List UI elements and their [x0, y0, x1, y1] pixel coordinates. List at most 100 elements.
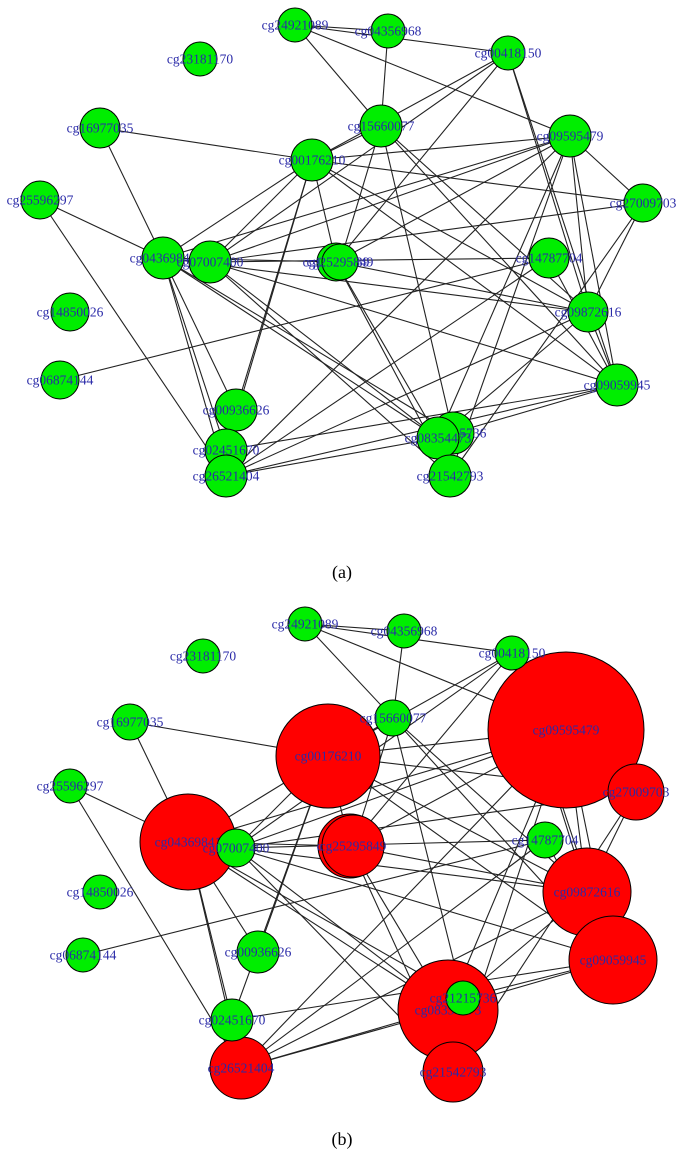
edge-cg24921089-cg09595479: [294, 24, 571, 137]
node-label: cg27009703: [603, 785, 670, 800]
node-label: cg09059945: [584, 378, 651, 393]
node-circle: [526, 821, 564, 859]
node-label: cg25596297: [37, 779, 104, 794]
node-cg08354473: cg08354473: [405, 416, 472, 460]
node-circle: [185, 638, 221, 674]
node-circle: [374, 699, 412, 737]
node-circle: [595, 363, 639, 407]
node-cg09059945: cg09059945: [584, 363, 651, 407]
edge-cg07007400-cg09059945: [235, 847, 614, 961]
edge-cg04369841-cg08354473: [187, 841, 449, 1011]
edge-cg07007400-cg08354473: [209, 261, 439, 439]
edge-cg07007400-cg21542793: [209, 261, 451, 477]
edge-cg25596297-cg26521404: [39, 199, 227, 477]
node-cg06874144: cg06874144: [50, 937, 117, 973]
edge-cg24921089-cg15660077: [294, 24, 382, 127]
edge-cg00176210-cg09059945: [311, 159, 618, 386]
node-circle: [287, 606, 323, 642]
node-circle: [359, 104, 403, 148]
edge-cg09595479-cg09872616: [569, 135, 589, 313]
node-label: cg14787704: [516, 251, 583, 266]
node-cg09872616: cg09872616: [555, 291, 622, 333]
node-label: cg25596297: [7, 193, 74, 208]
edge-cg00418150-cg09872616: [507, 52, 589, 313]
node-circle: [275, 703, 381, 809]
node-cg14787704: cg14787704: [516, 237, 583, 279]
edge-cg02451670-cg09059945: [225, 384, 618, 451]
node-circle: [422, 1041, 484, 1103]
node-circle: [216, 828, 256, 868]
node-circle: [528, 237, 570, 279]
node-cg14850026: cg14850026: [37, 292, 104, 332]
edge-cg07007400-cg09059945: [209, 261, 618, 386]
edge-cg09595479-cg04369841: [162, 135, 571, 259]
node-label: cg02451670: [199, 1013, 266, 1028]
node-cg00418150: cg00418150: [479, 635, 546, 671]
edge-cg15660077-cg21215736: [380, 125, 454, 434]
node-cg27009703: cg27009703: [610, 183, 677, 223]
edge-cg00176210-cg07007400: [209, 159, 313, 263]
node-circle: [210, 998, 254, 1042]
node-label: cg09595479: [537, 129, 604, 144]
node-label: cg00176210: [295, 749, 362, 764]
node-circle: [321, 243, 359, 281]
node-label: cg02451670: [193, 443, 260, 458]
node-cg04356968: cg04356968: [355, 13, 422, 49]
node-label: cg07007400: [177, 255, 244, 270]
node-circle: [111, 703, 149, 741]
node-label: cg09872616: [555, 305, 622, 320]
node-label: cg04356968: [371, 624, 438, 639]
edge-cg27009703-cg21542793: [449, 202, 644, 477]
edge-cg06874144-cg14787704: [82, 839, 546, 956]
node-circle: [607, 763, 665, 821]
node-cg09872616: cg09872616: [542, 847, 632, 937]
edge-cg15210039-cg09872616: [335, 261, 589, 313]
caption-b: (b): [332, 1129, 353, 1150]
node-cg02451670: cg02451670: [199, 998, 266, 1042]
node-cg14787704: cg14787704: [512, 821, 579, 859]
edge-cg09595479-cg00176210: [311, 135, 571, 161]
edge-cg06874144-cg14787704: [59, 257, 550, 381]
node-cg25295849: cg25295849: [320, 814, 387, 878]
edge-cg09595479-cg08354473: [437, 135, 571, 439]
node-label: cg27009703: [610, 196, 677, 211]
node-circle: [623, 183, 663, 223]
node-label: cg26521404: [193, 469, 260, 484]
edge-cg15660077-cg09872616: [380, 125, 589, 313]
network-panel-a: cg15660077cg09595479cg00176210cg04369841…: [7, 7, 677, 583]
edge-cg00418150-cg15210039: [335, 52, 509, 263]
node-label: cg08354473: [405, 431, 472, 446]
node-circle: [50, 292, 90, 332]
node-circle: [141, 236, 185, 280]
node-cg25295849: cg25295849: [307, 243, 374, 281]
node-cg00418150: cg00418150: [475, 35, 542, 71]
edge-cg04369841-cg09872616: [162, 257, 589, 313]
edge-cg00176210-cg04369841: [162, 159, 313, 259]
edge-cg04369841-cg00936626: [162, 257, 237, 411]
node-circle: [290, 138, 334, 182]
edge-cg15210039-cg08354473: [335, 261, 439, 439]
edge-cg26521404-cg08354473: [225, 437, 439, 477]
node-label: cg04356968: [355, 24, 422, 39]
node-cg27009703: cg27009703: [603, 763, 670, 821]
edge-cg04369841-cg08354473: [162, 257, 439, 439]
edge-cg16977035-cg00176210: [99, 127, 313, 161]
node-circle: [79, 107, 121, 149]
node-circle: [52, 768, 88, 804]
node-label: cg00936626: [225, 945, 292, 960]
node-cg14850026: cg14850026: [67, 874, 134, 910]
node-label: cg09872616: [554, 885, 621, 900]
node-circle: [445, 980, 481, 1016]
node-circle: [182, 41, 218, 77]
node-label: cg09595479: [533, 723, 600, 738]
node-label: cg24921089: [262, 18, 329, 33]
node-cg09595479: cg09595479: [487, 651, 645, 809]
node-label: cg21215736: [430, 991, 497, 1006]
node-label: cg16977035: [67, 121, 134, 136]
node-label: cg14787704: [512, 833, 579, 848]
node-layer-a: cg15660077cg09595479cg00176210cg04369841…: [7, 7, 677, 498]
node-label: cg06874144: [50, 948, 117, 963]
edge-cg09595479-cg07007400: [209, 135, 571, 263]
node-circle: [490, 35, 526, 71]
edge-cg07007400-cg14787704: [235, 839, 546, 849]
